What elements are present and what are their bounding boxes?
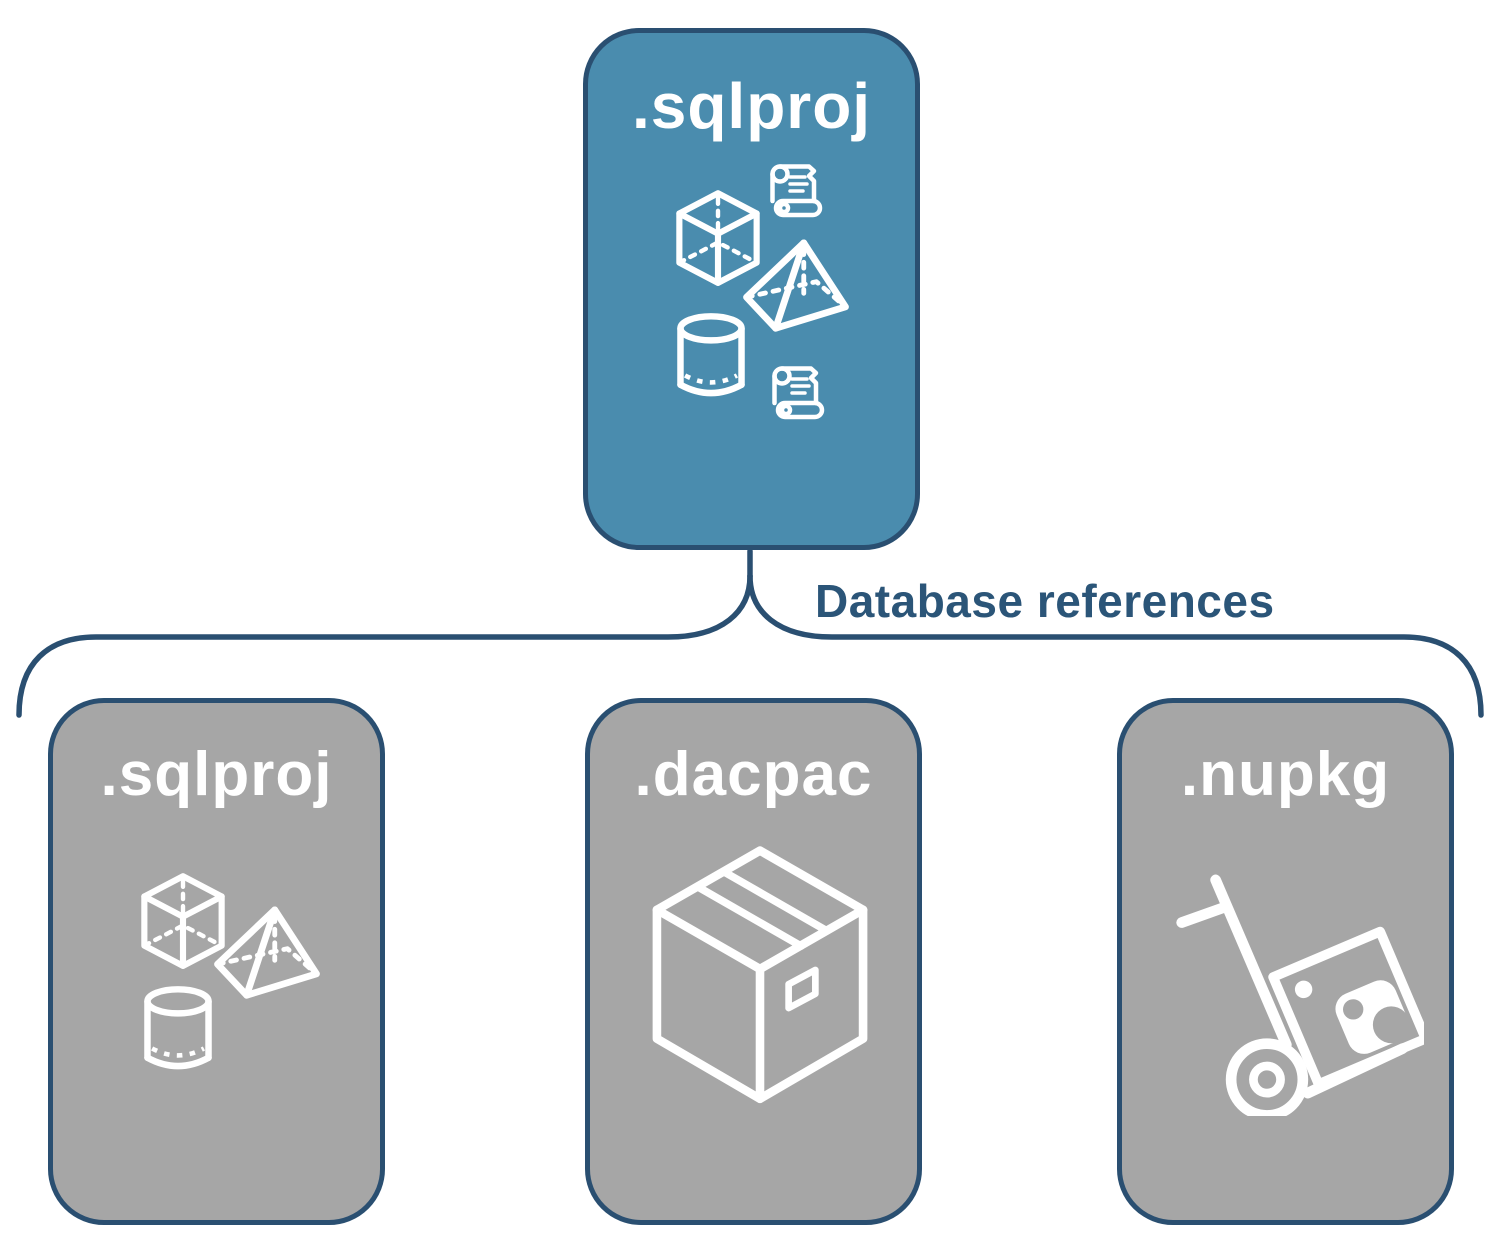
child-card-title: .sqlproj xyxy=(100,740,333,809)
card-child-sqlproj: .sqlproj xyxy=(48,698,385,1225)
scroll-icon xyxy=(766,361,830,425)
pyramid-icon xyxy=(740,239,852,336)
scroll-icon xyxy=(764,159,828,223)
nuget-handtruck-icon xyxy=(1172,858,1424,1116)
cylinder-icon xyxy=(141,984,215,1076)
child-card-title: .dacpac xyxy=(634,740,873,809)
card-root-sqlproj: .sqlproj xyxy=(583,28,920,550)
package-box-icon xyxy=(642,843,878,1115)
child-card-title: .nupkg xyxy=(1180,740,1391,809)
card-child-dacpac: .dacpac xyxy=(585,698,922,1225)
cylinder-icon xyxy=(674,311,748,403)
root-card-title: .sqlproj xyxy=(631,70,872,142)
pyramid-icon xyxy=(211,906,323,1003)
card-child-nupkg: .nupkg xyxy=(1117,698,1454,1225)
connector-label: Database references xyxy=(815,575,1275,627)
